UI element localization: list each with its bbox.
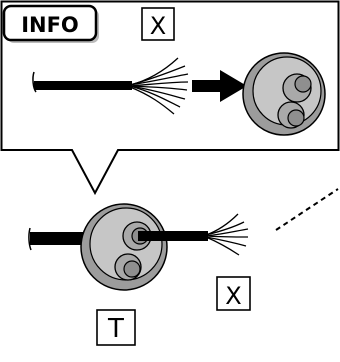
grommet-bottom [80,203,168,291]
info-badge: INFO [2,4,99,43]
grommet-top [242,52,326,136]
marker-x-top: X [141,7,175,41]
cable-top [32,57,189,115]
marker-t-label: T [107,314,124,344]
info-label: INFO [21,13,79,37]
cable-bottom [28,227,95,251]
callout-frame [0,0,340,196]
arrow-right [192,70,247,102]
marker-t: T [96,309,136,346]
marker-x-top-label: X [150,12,166,40]
frayed-wires-top [129,57,189,115]
marker-x-bottom: X [216,276,251,311]
cable-through-grommet [138,213,249,256]
dashed-leader-line [275,188,339,231]
marker-x-bottom-label: X [225,282,241,310]
frayed-wires-bottom [205,213,249,256]
